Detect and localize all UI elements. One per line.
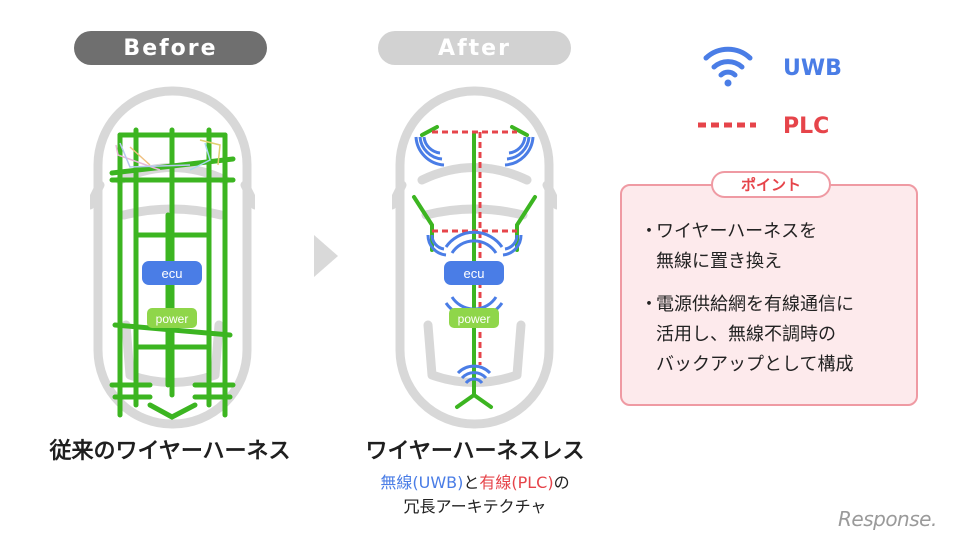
after-subcaption-line1: 無線(UWB)と有線(PLC)の — [330, 469, 620, 493]
before-car-diagram: ecu power — [90, 86, 255, 429]
particle-text: の — [553, 473, 570, 492]
dashed-line-icon — [698, 122, 756, 128]
point-bullet-2: ・電源供給網を有線通信に 活用し、無線不調時の バックアップとして構成 — [640, 290, 854, 380]
bullet2-line3: バックアップとして構成 — [656, 354, 854, 375]
after-car-diagram: ecu power — [392, 86, 557, 429]
bullet-mark: ・ — [640, 221, 658, 242]
point-bullet-1: ・ワイヤーハーネスを 無線に置き換え — [640, 217, 817, 277]
power-box — [147, 308, 197, 328]
ecu-label: ecu — [162, 266, 183, 281]
uwb-text: 無線(UWB) — [380, 473, 464, 492]
ecu-box — [444, 261, 504, 285]
wifi-icon — [703, 46, 753, 87]
after-subcaption-line2: 冗長アーキテクチャ — [403, 497, 547, 516]
bullet-mark: ・ — [640, 294, 658, 315]
bullet2-line1: 電源供給網を有線通信に — [656, 294, 854, 315]
response-logo: Response. — [838, 507, 937, 531]
plc-legend-label: PLC — [783, 114, 830, 139]
power-label: power — [156, 312, 189, 326]
ecu-label: ecu — [464, 266, 485, 281]
before-caption: 従来のワイヤーハーネス — [49, 439, 291, 464]
plc-text: 有線(PLC) — [479, 473, 554, 492]
connector-text: と — [463, 473, 480, 492]
chevron-right-icon — [314, 235, 338, 277]
bullet1-line1: ワイヤーハーネスを — [656, 221, 818, 242]
bullet1-line2: 無線に置き換え — [656, 251, 782, 272]
power-label: power — [458, 312, 491, 326]
ecu-box — [142, 261, 202, 285]
point-tag: ポイント — [711, 171, 831, 198]
wire-harness — [109, 127, 236, 420]
before-label: Before — [74, 31, 267, 65]
after-caption: ワイヤーハーネスレス — [365, 439, 585, 464]
power-box — [449, 308, 499, 328]
bullet2-line2: 活用し、無線不調時の — [656, 324, 836, 345]
after-label: After — [378, 31, 571, 65]
uwb-legend-label: UWB — [783, 56, 842, 81]
